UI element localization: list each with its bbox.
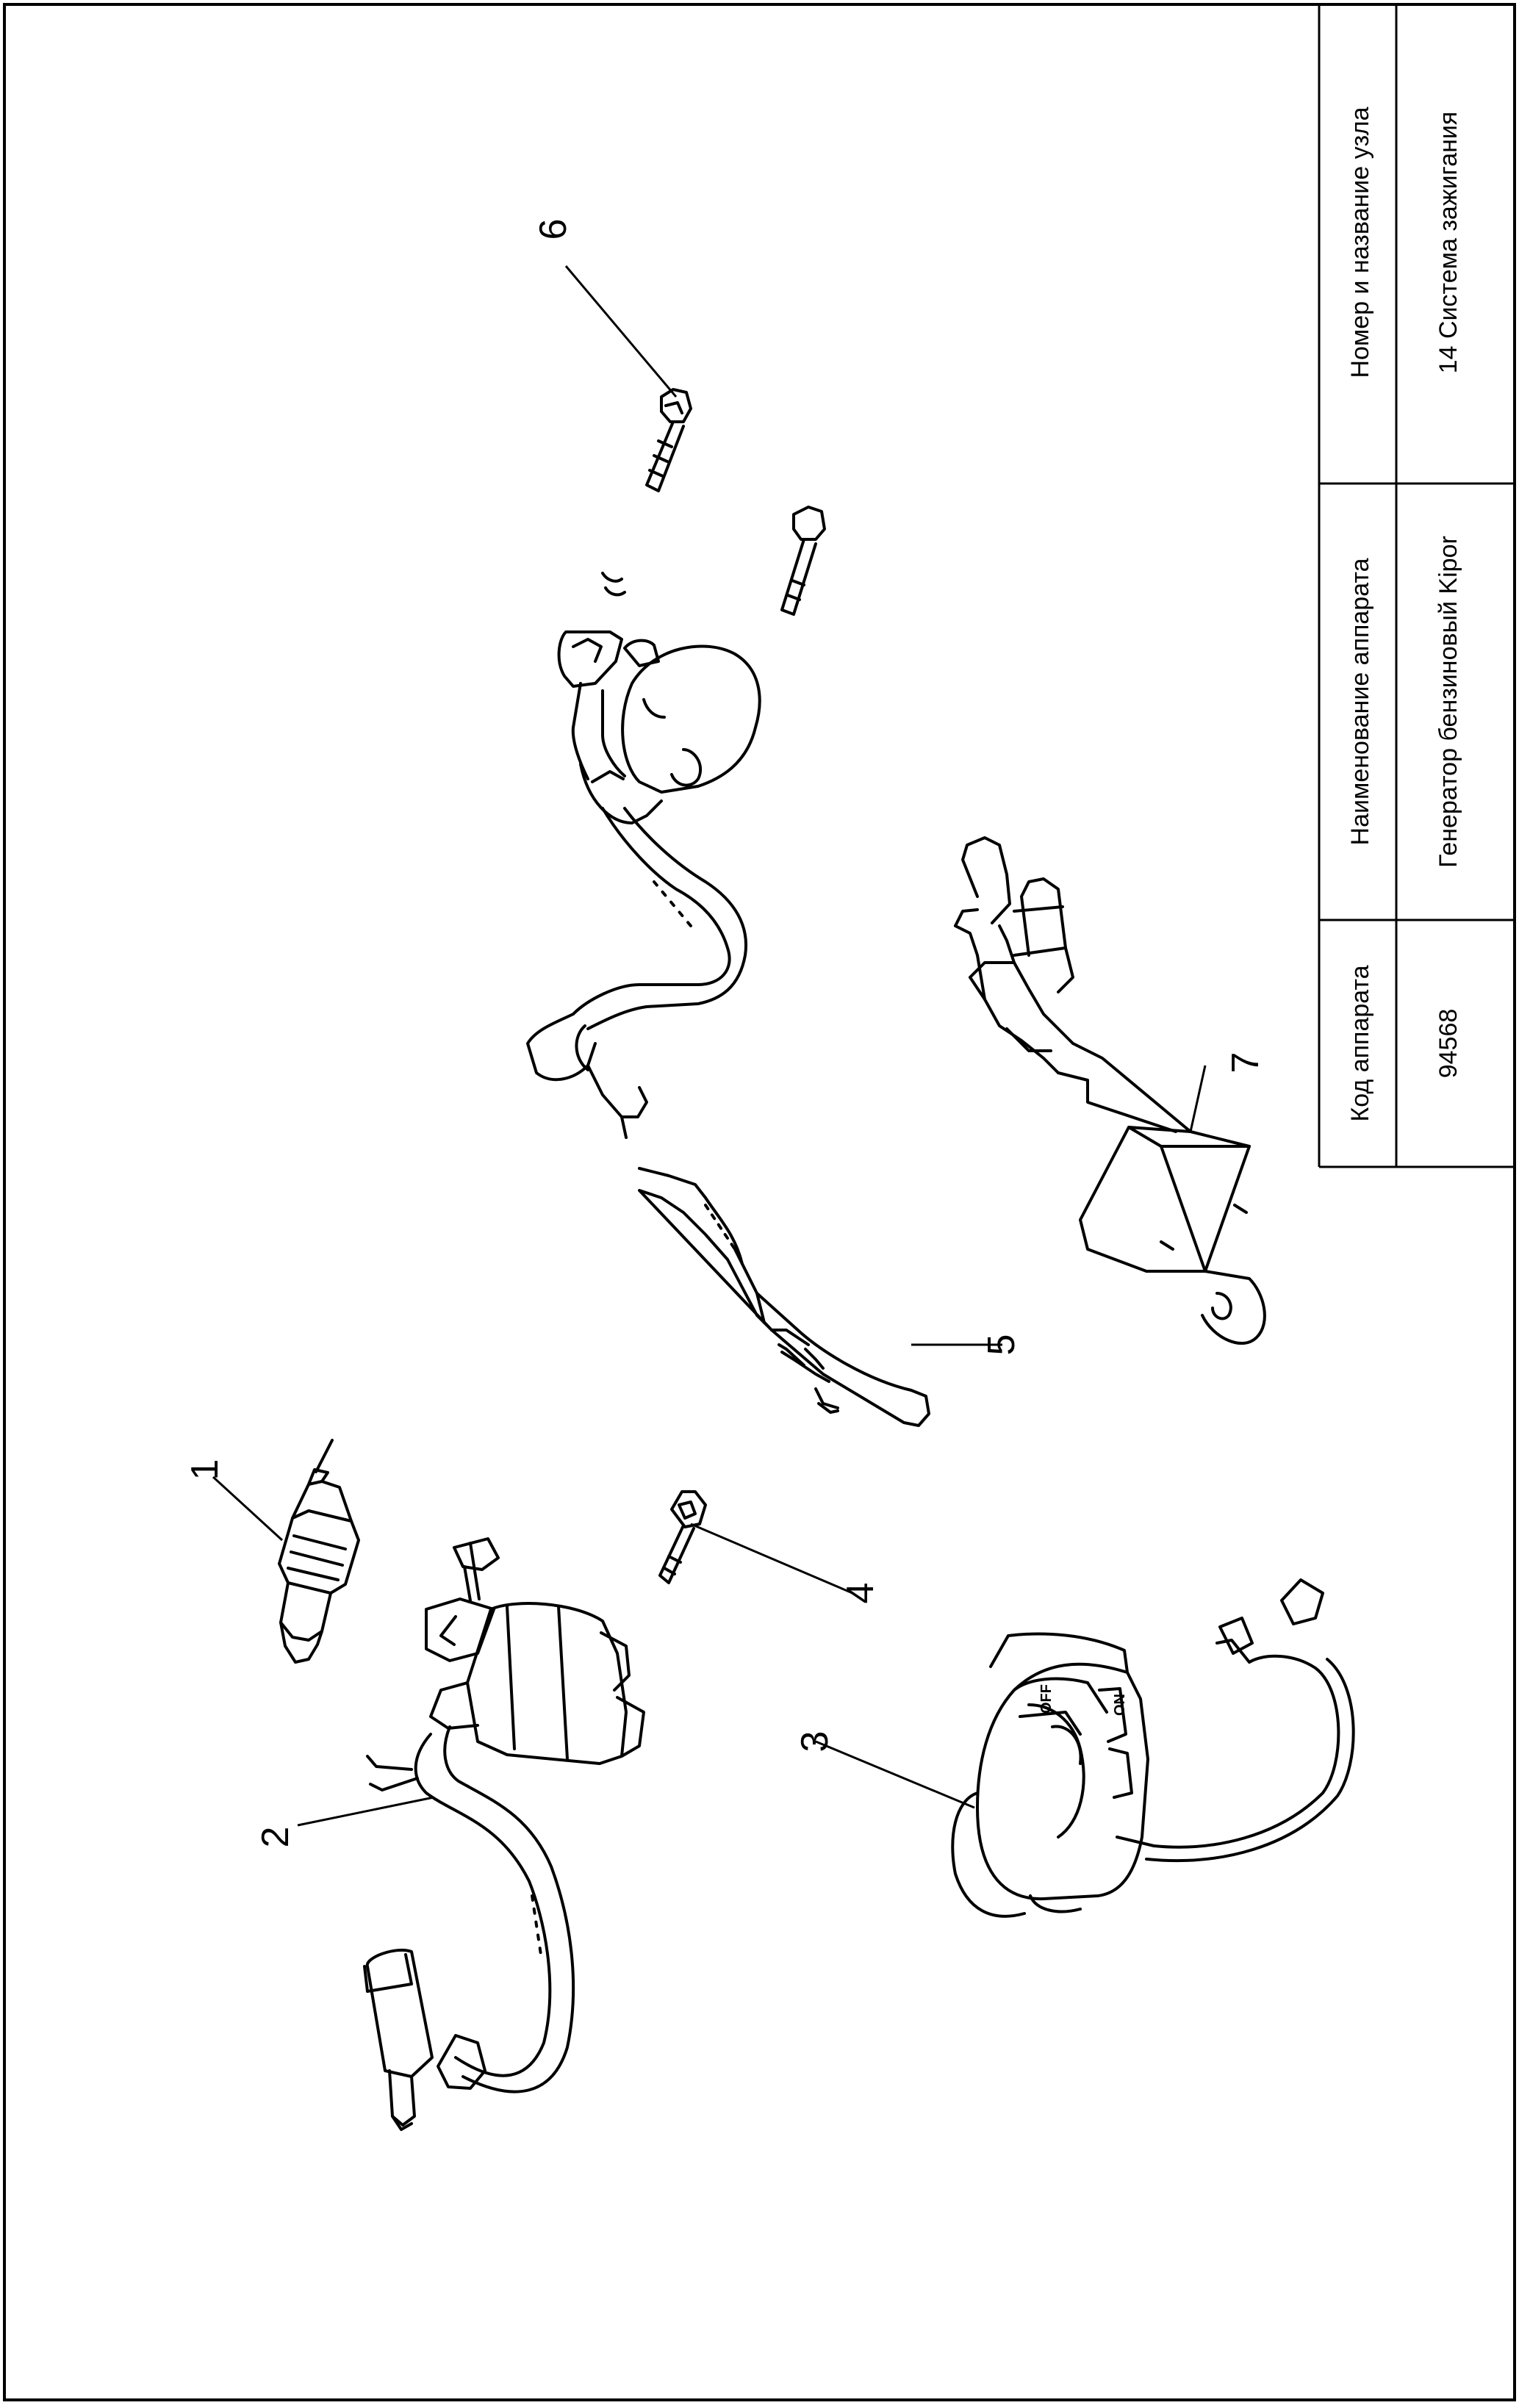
ht-lead — [366, 1725, 575, 2093]
ignition-coil — [425, 1537, 645, 1765]
lead-bolts — [601, 388, 826, 616]
ignition-lead-assembly — [526, 630, 761, 1139]
callout-3: 3 — [794, 1731, 836, 1753]
callout-5: 5 — [980, 1334, 1023, 1356]
header-device-code: Код аппарата — [1346, 965, 1374, 1121]
callout-4: 4 — [839, 1583, 882, 1604]
spark-plug-boot — [363, 1948, 486, 2131]
coil-bolt — [658, 1490, 707, 1584]
ignition-module — [954, 836, 1266, 1345]
callout-2: 2 — [254, 1827, 297, 1848]
value-device-code: 94568 — [1434, 1009, 1462, 1079]
switch-wire — [1145, 1578, 1355, 1862]
leader-lines — [212, 265, 1207, 1827]
stop-switch — [951, 1632, 1155, 1918]
page-border — [3, 3, 1516, 2401]
switch-mark-off: OFF — [1038, 1684, 1055, 1714]
switch-mark-on: ON — [1112, 1694, 1128, 1716]
header-unit-name: Номер и название узла — [1346, 107, 1374, 378]
value-unit-name: 14 Система зажигания — [1434, 112, 1462, 374]
title-block — [1318, 6, 1513, 1168]
value-device-name: Генератор бензиновый Kipor — [1434, 536, 1462, 868]
callout-7: 7 — [1224, 1052, 1267, 1074]
header-device-name: Наименование аппарата — [1346, 558, 1374, 845]
ground-lead — [638, 1167, 930, 1427]
callout-6: 6 — [532, 219, 575, 240]
callout-1: 1 — [184, 1459, 226, 1481]
spark-plug — [278, 1439, 360, 1664]
